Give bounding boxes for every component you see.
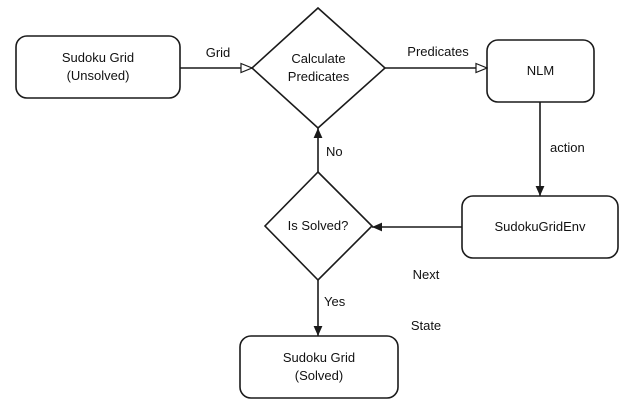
node-calculate-predicates[interactable] — [250, 6, 387, 130]
node-nlm[interactable] — [486, 39, 595, 103]
node-sudoku-grid-unsolved[interactable] — [15, 35, 181, 99]
edge-label-yes: Yes — [324, 294, 346, 309]
edge-label-no: No — [326, 144, 343, 159]
edge-label-action: action — [550, 140, 585, 155]
node-is-solved[interactable] — [263, 170, 374, 282]
node-sudoku-grid-solved[interactable] — [239, 335, 399, 399]
edge-label-predicates: Predicates — [407, 44, 469, 59]
edge-label-grid: Grid — [205, 45, 231, 60]
edge-label-next-state: Next State — [398, 232, 454, 368]
edge-label-next-state-line1: Next — [412, 267, 440, 282]
node-sudoku-grid-env[interactable] — [461, 195, 619, 259]
edge-label-next-state-line2: State — [410, 318, 442, 333]
